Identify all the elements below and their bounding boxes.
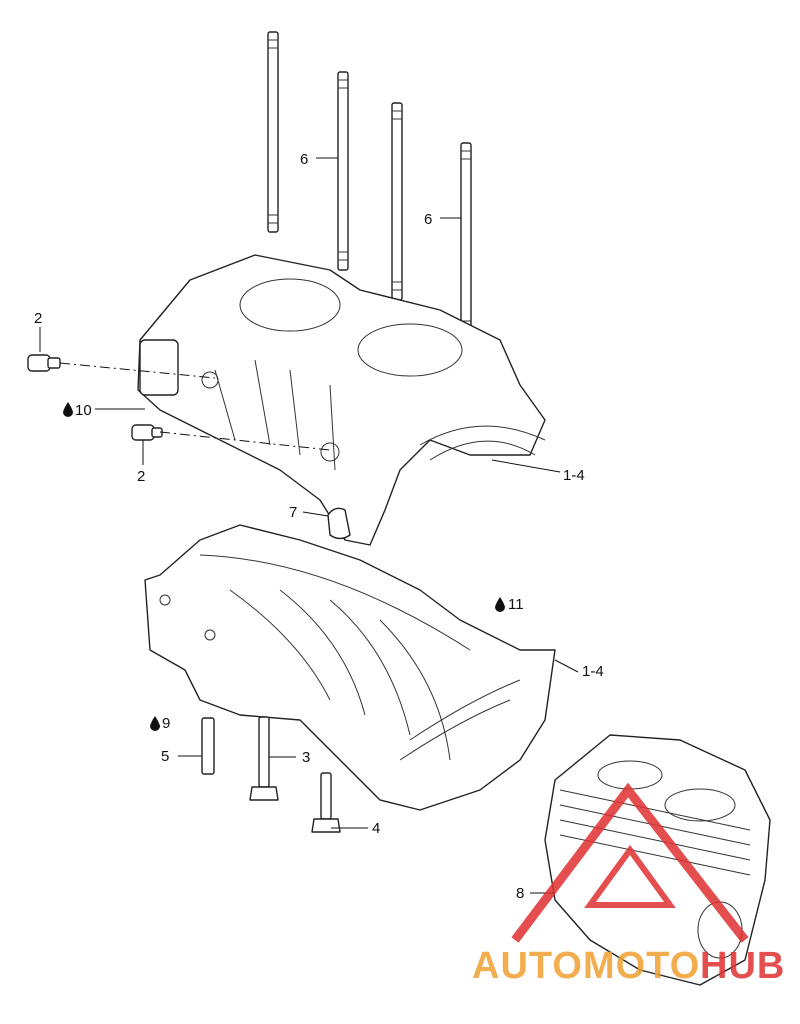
- watermark-text-automoto: AUTOMOTO: [472, 945, 700, 987]
- oil-drop-icon: [495, 597, 505, 612]
- stud-6-c[interactable]: [391, 102, 403, 301]
- assembly-line-a: [59, 362, 216, 379]
- callout-1-4-lower: 1-4: [582, 663, 604, 680]
- lower-crankcase-half[interactable]: [144, 524, 556, 811]
- plug-2-a[interactable]: [27, 354, 61, 372]
- stud-5[interactable]: [201, 717, 215, 775]
- callout-9: 9: [162, 715, 170, 732]
- callout-8: 8: [516, 885, 524, 902]
- watermark-inner-triangle: [584, 844, 676, 908]
- oil-drop-icon: [63, 402, 73, 417]
- callout-5: 5: [161, 748, 169, 765]
- callout-6-left: 6: [300, 151, 308, 168]
- plug-2-b[interactable]: [131, 424, 163, 441]
- bolt-3[interactable]: [249, 716, 279, 801]
- bearing-ring-7[interactable]: [327, 507, 351, 540]
- watermark-triangle: [511, 782, 749, 943]
- bolt-4[interactable]: [311, 772, 341, 833]
- callout-10: 10: [75, 402, 92, 419]
- leader-lines: [39, 157, 579, 894]
- watermark-text-hub: HUB: [700, 945, 785, 987]
- callout-7: 7: [289, 504, 297, 521]
- callout-1-4-upper: 1-4: [563, 467, 585, 484]
- stud-6-b[interactable]: [337, 71, 349, 271]
- callout-2-bottom: 2: [137, 468, 145, 485]
- stud-6-d[interactable]: [460, 142, 472, 340]
- callout-2-top: 2: [34, 310, 42, 327]
- stud-6-a[interactable]: [267, 31, 279, 233]
- assembly-line-b: [159, 431, 331, 451]
- callout-6-right: 6: [424, 211, 432, 228]
- callout-11: 11: [508, 596, 524, 613]
- callout-4: 4: [372, 820, 380, 837]
- callout-3: 3: [302, 749, 310, 766]
- oil-drop-icon: [150, 716, 160, 731]
- watermark-logo: AUTOMOTO HUB: [472, 782, 785, 987]
- upper-crankcase-half[interactable]: [137, 254, 546, 546]
